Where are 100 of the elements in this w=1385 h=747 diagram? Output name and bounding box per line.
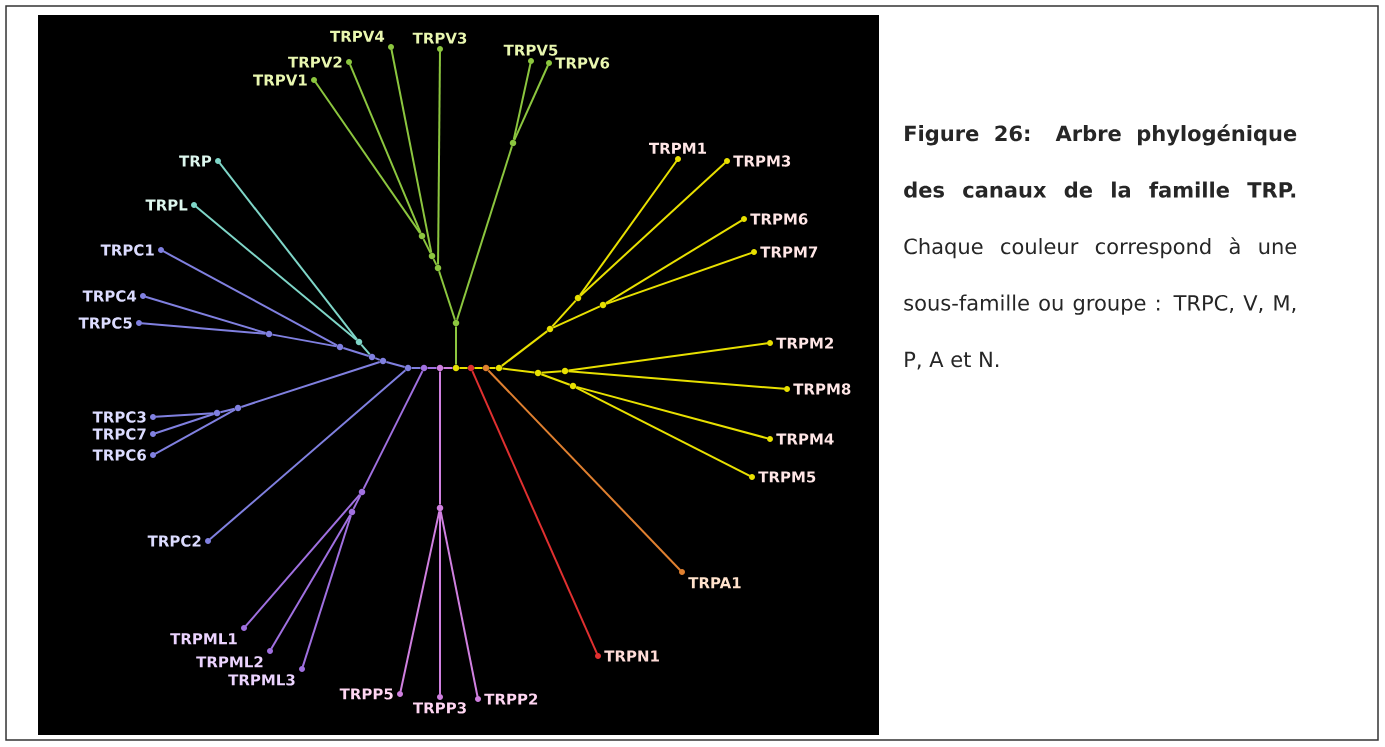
leaf-label: TRPM3: [733, 155, 791, 167]
branch-line: [218, 161, 358, 341]
branch-line: [399, 510, 441, 693]
branch-point: [534, 369, 542, 377]
branch-point: [452, 319, 460, 327]
branch-line: [219, 407, 236, 414]
leaf-label: TRPL: [145, 199, 188, 211]
branch-line: [473, 367, 484, 369]
leaf-label: TRPN1: [604, 650, 659, 662]
branch-line: [439, 510, 479, 698]
branch-line: [575, 385, 769, 440]
branch-line: [439, 370, 441, 506]
branch-line: [342, 347, 370, 357]
branch-line: [579, 160, 678, 297]
branch-line: [154, 413, 215, 435]
branch-line: [385, 360, 406, 369]
leaf-label: TRPC1: [100, 244, 154, 256]
branch-line: [140, 322, 267, 335]
branch-line: [410, 367, 422, 369]
branch-line: [154, 412, 215, 418]
branch-line: [208, 369, 407, 541]
branch-line: [270, 513, 352, 650]
branch-point: [379, 357, 387, 365]
leaf-label: TRPM8: [793, 383, 851, 395]
branch-point: [404, 364, 412, 372]
branch-line: [540, 370, 563, 374]
leaf-label: TRPP5: [339, 688, 393, 700]
branch-line: [567, 370, 786, 390]
branch-point: [452, 364, 460, 372]
leaf-label: TRPC2: [147, 535, 201, 547]
branch-line: [456, 145, 513, 321]
leaf-label: TRPM1: [649, 142, 707, 154]
branch-line: [458, 367, 469, 369]
leaf-label: TRPM6: [750, 213, 808, 225]
figure-caption: Figure 26: Arbre phylogénique des canaux de la famille TRP. Chaque couleur correspond à une sous-famille ou groupe : TRPC, V, M, P, A et N.: [904, 124, 1297, 370]
leaf-label: TRPC7: [92, 428, 146, 440]
leaf-label: TRP: [179, 155, 212, 167]
branch-point: [569, 382, 577, 390]
branch-point: [467, 364, 475, 372]
branch-point: [561, 367, 569, 375]
branch-line: [501, 367, 536, 374]
leaf-label: TRPV1: [253, 74, 307, 86]
branch-line: [439, 510, 441, 696]
branch-point: [495, 364, 503, 372]
leaf-label: TRPC4: [82, 290, 137, 302]
branch-point: [358, 488, 366, 496]
branch-line: [194, 205, 358, 341]
branch-line: [301, 514, 352, 668]
branch-point: [599, 301, 607, 309]
branch-line: [575, 386, 751, 477]
branch-line: [438, 270, 456, 321]
leaf-label: TRPV2: [288, 56, 342, 68]
branch-line: [162, 250, 338, 347]
branch-point: [355, 338, 363, 346]
leaf-label: TRPM4: [776, 433, 834, 445]
branch-line: [426, 367, 438, 369]
branch-line: [455, 325, 457, 366]
branch-point: [265, 330, 273, 338]
leaf-label: TRPC6: [92, 449, 146, 461]
branch-line: [244, 493, 361, 628]
leaf-label: TRPP2: [484, 693, 538, 705]
branch-line: [390, 48, 433, 254]
branch-point: [482, 364, 490, 372]
leaf-label: TRPV5: [503, 44, 558, 56]
leaf-label: TRPML3: [228, 674, 295, 686]
branch-line: [271, 333, 338, 348]
branch-line: [512, 62, 532, 141]
branch-line: [487, 369, 682, 572]
branch-point: [213, 409, 221, 417]
branch-line: [488, 367, 497, 369]
branch-line: [374, 357, 381, 361]
branch-point: [436, 364, 444, 372]
branch-line: [513, 64, 549, 141]
branch-line: [360, 343, 371, 356]
branch-line: [349, 63, 422, 234]
branch-line: [579, 161, 727, 297]
branch-point: [509, 139, 517, 147]
leaf-label: TRPV6: [555, 57, 610, 69]
branch-point: [574, 294, 582, 302]
branch-line: [442, 367, 454, 369]
leaf-label: TRPM2: [776, 337, 834, 349]
branch-line: [540, 373, 571, 386]
branch-line: [154, 408, 236, 455]
leaf-label: TRPML2: [196, 656, 263, 668]
branch-line: [500, 330, 549, 367]
branch-point: [336, 343, 344, 351]
branch-line: [605, 251, 753, 305]
branch-line: [422, 238, 432, 254]
leaf-label: TRPML1: [170, 633, 237, 645]
leaf-label: TRPA1: [688, 577, 741, 589]
branch-line: [362, 370, 424, 490]
leaf-label: TRPM5: [758, 471, 816, 483]
branch-line: [144, 295, 267, 334]
branch-line: [240, 361, 381, 408]
branch-line: [551, 299, 577, 328]
leaf-label: TRPC3: [92, 411, 146, 423]
leaf-label: TRPM7: [760, 246, 818, 258]
branch-line: [471, 370, 598, 655]
branch-point: [546, 325, 554, 333]
branch-point: [234, 404, 242, 412]
